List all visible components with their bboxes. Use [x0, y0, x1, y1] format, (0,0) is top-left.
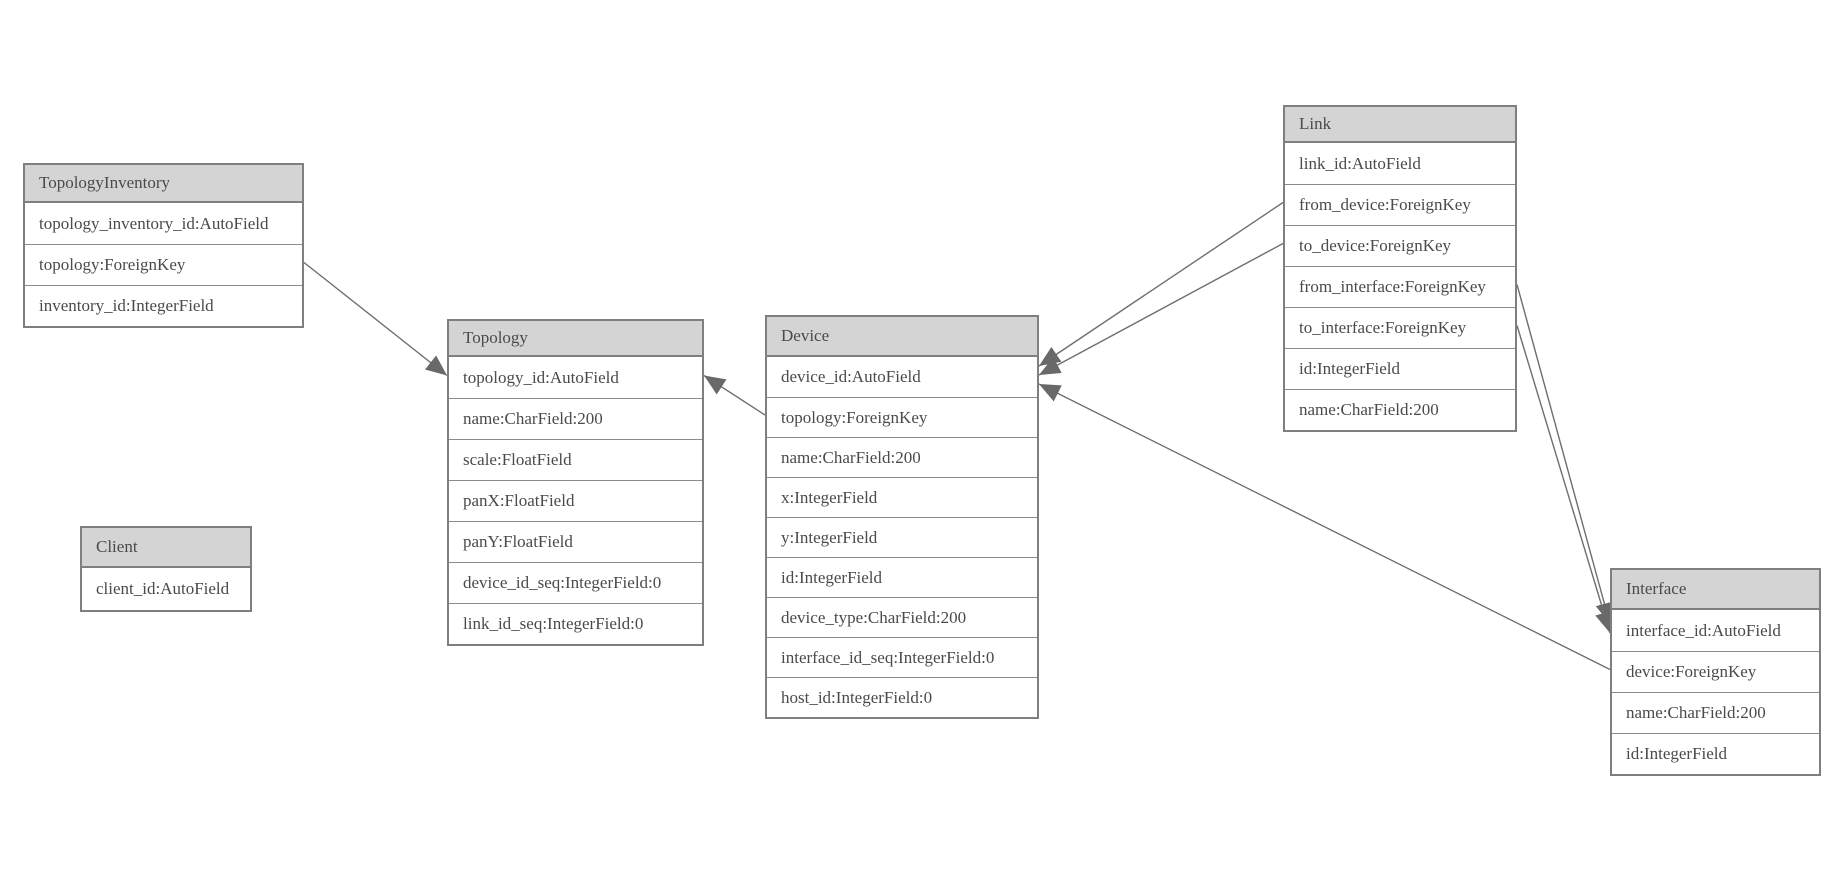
field-interface_id_seq: interface_id_seq:IntegerField:0: [767, 637, 1037, 677]
field-from_interface: from_interface:ForeignKey: [1285, 266, 1515, 307]
field-name: name:CharField:200: [767, 437, 1037, 477]
field-device: device:ForeignKey: [1612, 651, 1819, 692]
field-scale: scale:FloatField: [449, 439, 702, 480]
relation-interface-device: [1038, 383, 1611, 671]
field-name: name:CharField:200: [449, 398, 702, 439]
field-client_id: client_id:AutoField: [82, 568, 250, 610]
field-inventory_id: inventory_id:IntegerField: [25, 285, 302, 326]
entity-title: Client: [82, 528, 250, 568]
relation-link-to_interface: [1516, 325, 1613, 634]
field-id: id:IntegerField: [767, 557, 1037, 597]
field-topology_inventory_id: topology_inventory_id:AutoField: [25, 203, 302, 244]
field-panY: panY:FloatField: [449, 521, 702, 562]
field-to_interface: to_interface:ForeignKey: [1285, 307, 1515, 348]
field-from_device: from_device:ForeignKey: [1285, 184, 1515, 225]
field-device_type: device_type:CharField:200: [767, 597, 1037, 637]
field-link_id_seq: link_id_seq:IntegerField:0: [449, 603, 702, 644]
entity-title: TopologyInventory: [25, 165, 302, 203]
field-panX: panX:FloatField: [449, 480, 702, 521]
field-y: y:IntegerField: [767, 517, 1037, 557]
field-link_id: link_id:AutoField: [1285, 143, 1515, 184]
relation-device-topology: [703, 374, 766, 416]
entity-title: Link: [1285, 107, 1515, 143]
entity-title: Interface: [1612, 570, 1819, 610]
field-topology: topology:ForeignKey: [767, 397, 1037, 437]
relation-link-from_interface: [1516, 284, 1614, 625]
relation-link-to_device: [1038, 242, 1284, 376]
field-interface_id: interface_id:AutoField: [1612, 610, 1819, 651]
field-to_device: to_device:ForeignKey: [1285, 225, 1515, 266]
field-device_id_seq: device_id_seq:IntegerField:0: [449, 562, 702, 603]
field-id: id:IntegerField: [1612, 733, 1819, 774]
field-name: name:CharField:200: [1285, 389, 1515, 430]
field-id: id:IntegerField: [1285, 348, 1515, 389]
field-x: x:IntegerField: [767, 477, 1037, 517]
relation-link-from_device: [1038, 201, 1284, 367]
relation-topologyinventory-topology: [303, 261, 448, 377]
field-host_id: host_id:IntegerField:0: [767, 677, 1037, 717]
field-name: name:CharField:200: [1612, 692, 1819, 733]
field-device_id: device_id:AutoField: [767, 357, 1037, 397]
entity-title: Device: [767, 317, 1037, 357]
field-topology: topology:ForeignKey: [25, 244, 302, 285]
field-topology_id: topology_id:AutoField: [449, 357, 702, 398]
entity-title: Topology: [449, 321, 702, 357]
